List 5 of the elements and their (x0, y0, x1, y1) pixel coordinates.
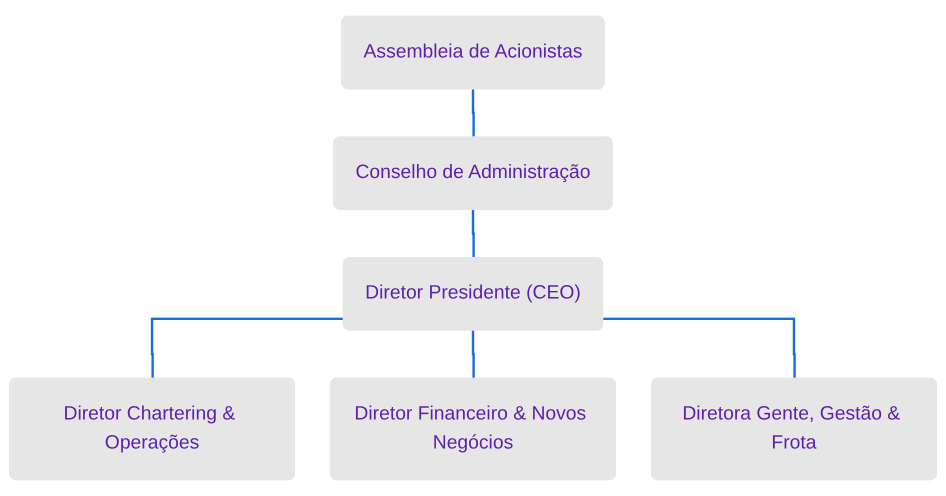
connector (472, 208, 475, 258)
connector (472, 88, 475, 138)
connector (603, 318, 796, 379)
connector (150, 318, 344, 379)
connector (472, 329, 475, 379)
